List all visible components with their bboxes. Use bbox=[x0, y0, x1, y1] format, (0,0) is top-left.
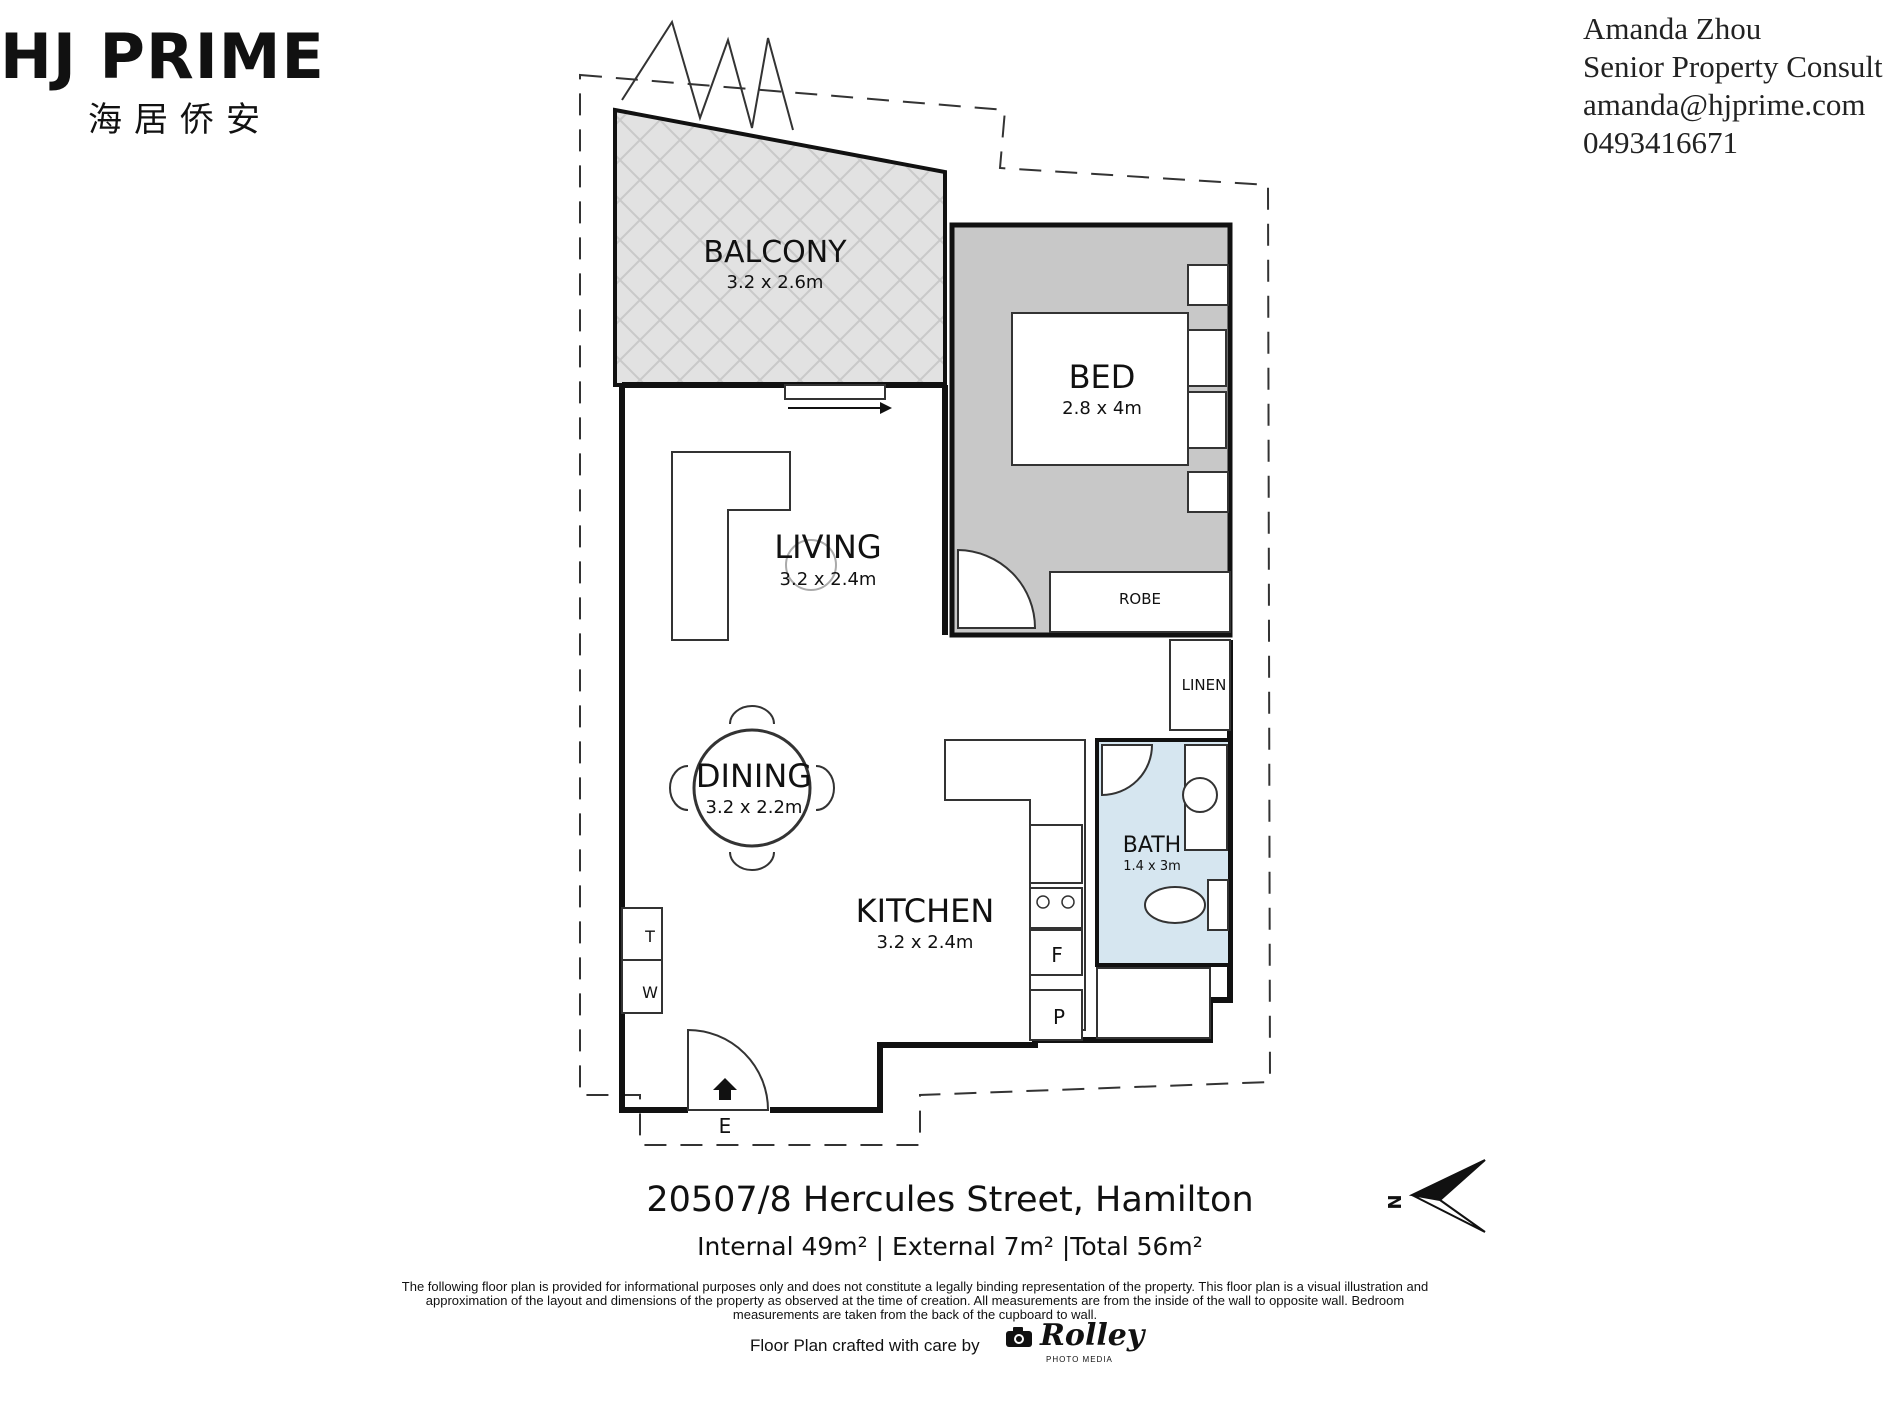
balcony-size: 3.2 x 2.6m bbox=[727, 272, 824, 293]
camera-icon bbox=[1006, 1327, 1032, 1347]
washer-label: W bbox=[642, 983, 658, 1002]
toilet-cupboard-label: T bbox=[644, 927, 655, 946]
dining-chair bbox=[729, 705, 775, 725]
dining-table bbox=[692, 728, 812, 848]
linen-label: LINEN bbox=[1182, 676, 1227, 694]
toilet-bowl bbox=[1144, 886, 1206, 924]
bedside-table bbox=[1187, 471, 1229, 513]
kitchen-label: KITCHEN bbox=[856, 892, 995, 930]
rolley-logo: Rolley bbox=[1040, 1318, 1145, 1353]
disclaimer-text: The following floor plan is provided for… bbox=[401, 1279, 1429, 1322]
dining-size: 3.2 x 2.2m bbox=[706, 797, 803, 818]
burner bbox=[1061, 895, 1075, 909]
property-address: 20507/8 Hercules Street, Hamilton bbox=[646, 1180, 1254, 1220]
bed-furniture bbox=[1011, 312, 1189, 466]
pillow bbox=[1187, 391, 1227, 449]
sofa bbox=[671, 451, 791, 641]
brand-subtitle: 海居侨安 bbox=[88, 100, 272, 140]
bath-storage bbox=[1096, 967, 1211, 1039]
coffee-table bbox=[785, 539, 837, 591]
agent-contact: Amanda Zhou Senior Property Consult aman… bbox=[1583, 10, 1883, 162]
north-label: N bbox=[1385, 1194, 1406, 1209]
bath-door-swing bbox=[1101, 744, 1154, 797]
external-boundary bbox=[579, 73, 1272, 1146]
robe-label: ROBE bbox=[1119, 590, 1161, 608]
brand-logo: HJ PRIME 海居侨安 bbox=[0, 20, 325, 141]
dining-chair bbox=[815, 765, 835, 811]
entry-label: E bbox=[719, 1114, 732, 1138]
bedroom-door-swing bbox=[957, 548, 1037, 629]
kitchen-size: 3.2 x 2.4m bbox=[877, 932, 974, 953]
fridge-label: F bbox=[1051, 943, 1063, 967]
compass-icon-outline bbox=[1411, 1194, 1486, 1233]
pantry bbox=[1029, 989, 1083, 1041]
linen-cupboard bbox=[1169, 639, 1231, 731]
pillow bbox=[1187, 329, 1227, 387]
brand-name: HJ PRIME bbox=[0, 20, 325, 93]
robe-cupboard bbox=[1049, 571, 1231, 633]
sliding-door bbox=[784, 384, 886, 400]
living-label: LIVING bbox=[774, 528, 881, 566]
bed-label: BED bbox=[1069, 358, 1136, 396]
agent-name: Amanda Zhou bbox=[1583, 11, 1762, 46]
rolley-logo-sub: PHOTO MEDIA bbox=[1046, 1355, 1113, 1364]
agent-title: Senior Property Consult bbox=[1583, 49, 1883, 84]
cooktop bbox=[1029, 887, 1083, 929]
dining-chair bbox=[669, 765, 689, 811]
balcony-door-left bbox=[621, 19, 794, 131]
kitchen-bench bbox=[944, 739, 1086, 1031]
credit-text: Floor Plan crafted with care by bbox=[750, 1336, 980, 1355]
dining-label: DINING bbox=[696, 757, 812, 795]
property-areas: Internal 49m² | External 7m² |Total 56m² bbox=[697, 1232, 1203, 1261]
balcony-label: BALCONY bbox=[703, 235, 847, 270]
entry-arrow-icon bbox=[713, 1078, 737, 1100]
entry-door-swing bbox=[687, 1028, 770, 1111]
dining-chair bbox=[729, 851, 775, 871]
agent-phone[interactable]: 0493416671 bbox=[1583, 125, 1738, 160]
burner bbox=[1036, 895, 1050, 909]
basin bbox=[1182, 777, 1218, 813]
bath-label: BATH bbox=[1123, 833, 1181, 858]
living-size: 3.2 x 2.4m bbox=[780, 569, 877, 590]
sliding-arrow-head bbox=[880, 402, 892, 414]
bed-size: 2.8 x 4m bbox=[1062, 398, 1142, 419]
agent-email[interactable]: amanda@hjprime.com bbox=[1583, 87, 1866, 122]
bath-size: 1.4 x 3m bbox=[1123, 859, 1181, 874]
pantry-label: P bbox=[1053, 1005, 1065, 1029]
fridge-space bbox=[1029, 929, 1083, 976]
sink bbox=[1029, 824, 1083, 884]
bedside-table bbox=[1187, 264, 1229, 306]
toilet-cistern bbox=[1207, 879, 1229, 931]
